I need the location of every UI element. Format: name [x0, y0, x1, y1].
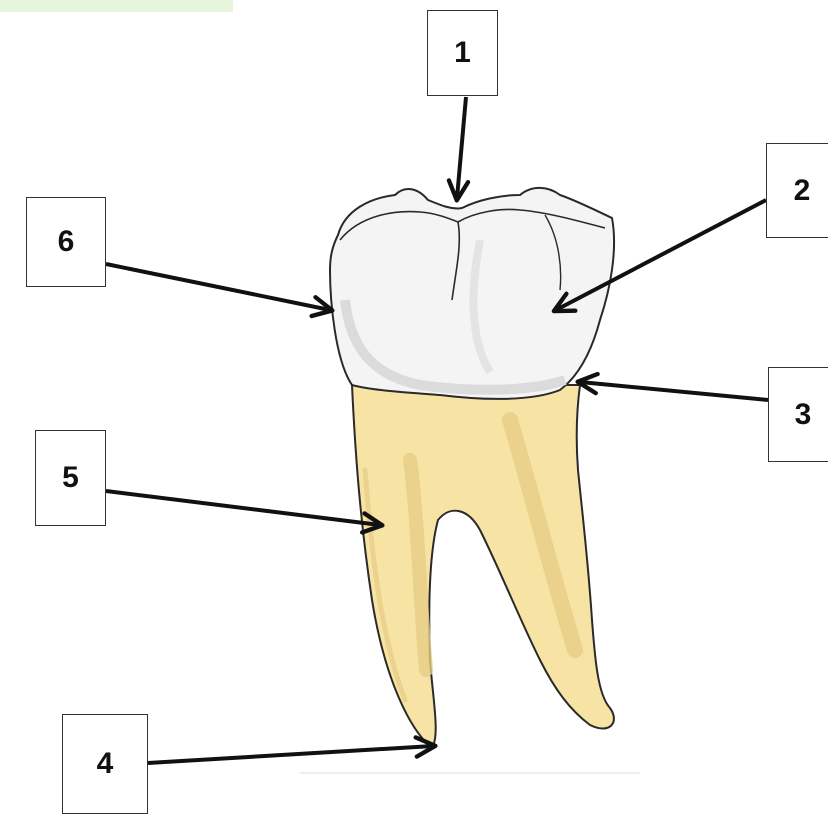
tooth-crown: [330, 188, 614, 399]
arrow-6: [106, 264, 330, 310]
label-5: 5: [35, 430, 106, 526]
arrow-4: [148, 746, 433, 763]
tooth-root: [352, 385, 614, 748]
arrow-1: [457, 97, 466, 198]
arrow-3: [580, 382, 768, 400]
arrow-5: [106, 491, 380, 525]
label-1: 1: [427, 10, 498, 96]
label-6: 6: [26, 197, 106, 287]
label-4: 4: [62, 714, 148, 814]
label-2: 2: [766, 143, 828, 238]
label-3: 3: [768, 367, 828, 462]
